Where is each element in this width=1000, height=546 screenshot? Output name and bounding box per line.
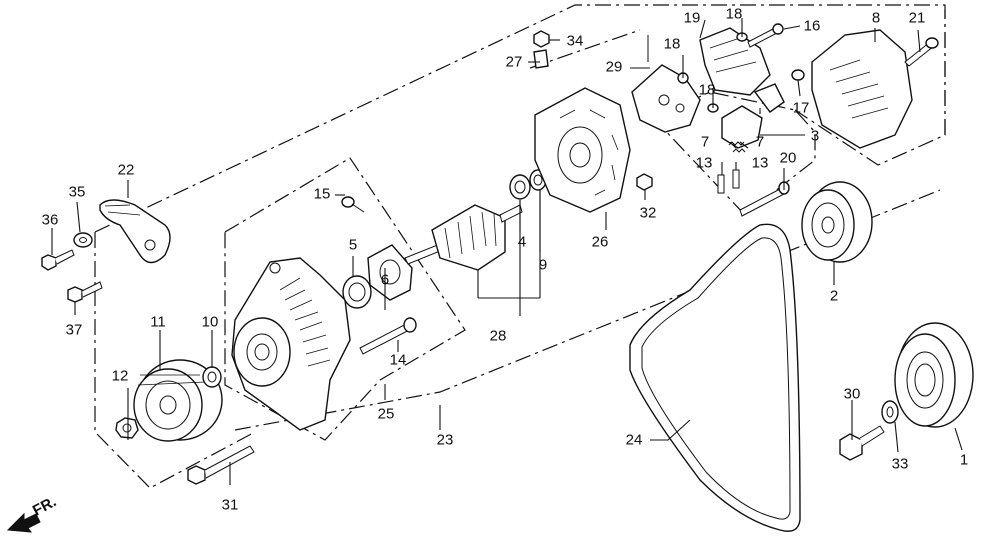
callout-34: 34 bbox=[567, 33, 584, 50]
callout-14: 14 bbox=[390, 352, 407, 369]
part-34-nut bbox=[533, 30, 550, 48]
part-33-washer bbox=[881, 400, 899, 424]
callout-18-top: 18 bbox=[726, 6, 743, 23]
callout-18-low: 18 bbox=[699, 82, 716, 99]
assembly-25-boundary bbox=[224, 157, 466, 441]
callout-16: 16 bbox=[804, 18, 821, 35]
part-30-bolt bbox=[839, 425, 885, 461]
part-26-rear-housing bbox=[534, 87, 631, 213]
part-21-bolt bbox=[904, 37, 939, 67]
callout-24: 24 bbox=[626, 432, 643, 449]
callout-37: 37 bbox=[66, 322, 83, 339]
part-14-terminal bbox=[359, 317, 417, 355]
part-13-brushes bbox=[717, 169, 740, 194]
part-36-bolt bbox=[41, 249, 75, 271]
callout-8: 8 bbox=[872, 10, 880, 27]
callout-labels: 1 2 3 4 5 6 7 7 8 9 10 11 12 13 13 14 15… bbox=[42, 6, 969, 514]
callout-9: 9 bbox=[539, 257, 547, 274]
callout-20: 20 bbox=[780, 150, 797, 167]
callout-7-right: 7 bbox=[756, 134, 764, 151]
callout-3: 3 bbox=[811, 128, 819, 145]
part-2-pulley bbox=[801, 181, 873, 263]
callout-5: 5 bbox=[349, 237, 357, 254]
callout-31: 31 bbox=[222, 497, 239, 514]
callout-25: 25 bbox=[378, 406, 395, 423]
part-31-bolt bbox=[187, 445, 255, 485]
front-direction-marker: FR. bbox=[6, 493, 59, 533]
part-32-nut bbox=[636, 173, 653, 191]
subassembly-27-boundary bbox=[529, 29, 641, 69]
callout-23: 23 bbox=[437, 432, 454, 449]
callout-21: 21 bbox=[909, 10, 926, 27]
callout-28: 28 bbox=[490, 328, 507, 345]
callout-2: 2 bbox=[830, 288, 838, 305]
leader-lines bbox=[51, 18, 963, 485]
part-35-washer bbox=[73, 232, 93, 248]
callout-26: 26 bbox=[592, 234, 609, 251]
part-27-bushing bbox=[533, 49, 549, 69]
part-24-drive-belt bbox=[629, 223, 801, 532]
part-6-retainer-plate bbox=[367, 244, 413, 301]
callout-27: 27 bbox=[506, 54, 523, 71]
callout-29: 29 bbox=[606, 59, 623, 76]
part-20-through-bolt bbox=[739, 181, 790, 217]
part-17-screw bbox=[791, 69, 805, 81]
callout-4: 4 bbox=[518, 234, 526, 251]
callout-7-left: 7 bbox=[701, 134, 709, 151]
part-22-bracket bbox=[99, 199, 171, 264]
part-16-bolt bbox=[747, 23, 784, 48]
callout-13-left: 13 bbox=[696, 155, 713, 172]
callout-32: 32 bbox=[640, 205, 657, 222]
part-28-rotor bbox=[404, 204, 523, 271]
part-15-screw bbox=[341, 196, 365, 213]
callout-13-right: 13 bbox=[752, 155, 769, 172]
callout-10: 10 bbox=[202, 314, 219, 331]
part-12-nut bbox=[115, 417, 139, 439]
front-arrow-icon bbox=[6, 512, 41, 533]
callout-11: 11 bbox=[150, 314, 166, 331]
callout-17: 17 bbox=[793, 100, 810, 117]
part-25-front-housing bbox=[231, 257, 351, 431]
part-37-bolt bbox=[67, 281, 103, 303]
part-4-bearing bbox=[509, 174, 531, 200]
callout-36: 36 bbox=[42, 212, 59, 229]
part-1-crank-pulley bbox=[894, 322, 974, 428]
callout-18-mid: 18 bbox=[664, 36, 681, 53]
callout-6: 6 bbox=[381, 272, 389, 289]
part-8-rear-cover bbox=[811, 29, 913, 149]
callout-35: 35 bbox=[69, 184, 86, 201]
callout-19: 19 bbox=[684, 10, 701, 27]
callout-1: 1 bbox=[960, 452, 968, 469]
callout-22: 22 bbox=[118, 162, 135, 179]
callout-15: 15 bbox=[314, 186, 331, 203]
part-5-bearing bbox=[342, 275, 372, 309]
part-11-pulley bbox=[133, 359, 223, 442]
callout-12: 12 bbox=[112, 368, 129, 385]
callout-30: 30 bbox=[844, 386, 861, 403]
part-10-spacer bbox=[202, 366, 222, 388]
part-3-brush-assembly bbox=[721, 83, 785, 149]
callout-33: 33 bbox=[892, 456, 909, 473]
